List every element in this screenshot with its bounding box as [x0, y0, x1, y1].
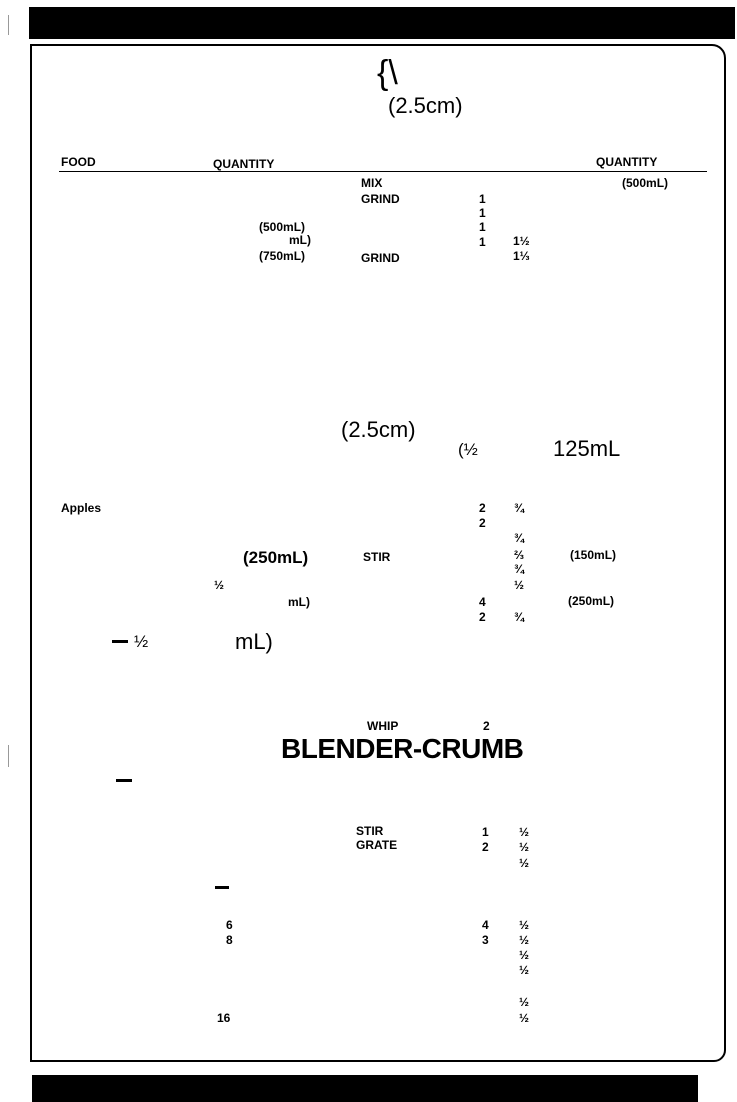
cell-half: ½: [519, 948, 530, 962]
dash-mark: [112, 640, 128, 643]
cell-6: 6: [226, 918, 233, 932]
cell-750ml: (750mL): [259, 249, 306, 263]
header-glyph: {\: [377, 54, 398, 92]
cell-half: ½: [519, 963, 530, 977]
cell-1-half: 1½: [513, 234, 530, 248]
method-stir: STIR: [363, 550, 391, 564]
ml-125: 125mL: [553, 436, 621, 461]
cell-8: 8: [226, 933, 233, 947]
cell-half: ½: [519, 933, 530, 947]
cell-3-quarter: ¾: [514, 531, 525, 545]
dash-mark: [116, 779, 132, 782]
cell-500ml-right: (500mL): [622, 176, 669, 190]
cell-3-quarter: ¾: [514, 501, 525, 515]
method-grind: GRIND: [361, 251, 400, 265]
cell-2: 2: [483, 719, 490, 733]
cell-16: 16: [217, 1011, 231, 1025]
cell-1: 1: [479, 220, 486, 234]
cell-250ml-right: (250mL): [568, 594, 615, 608]
method-grind: GRIND: [361, 192, 400, 206]
col-header-food: FOOD: [61, 155, 96, 169]
cell-ml: mL): [289, 233, 311, 247]
cell-ml: mL): [288, 595, 310, 609]
cell-150ml: (150mL): [570, 548, 617, 562]
measure-mid: (2.5cm): [341, 417, 416, 442]
header-rule: [59, 171, 707, 172]
bottom-black-bar: [32, 1075, 698, 1102]
cell-3-quarter: ¾: [514, 562, 525, 576]
cell-half: ½: [519, 1011, 530, 1025]
cell-3: 3: [482, 933, 489, 947]
cell-500ml-left: (500mL): [259, 220, 306, 234]
col-header-quantity-right: QUANTITY: [596, 155, 658, 169]
cell-1: 1: [479, 235, 486, 249]
cell-half: ½: [519, 856, 530, 870]
cell-2-thirds: ⅔: [514, 548, 525, 562]
food-apples: Apples: [61, 501, 102, 515]
cell-2: 2: [482, 840, 489, 854]
cell-1: 1: [479, 192, 486, 206]
cell-1: 1: [479, 206, 486, 220]
cell-4: 4: [482, 918, 489, 932]
cell-half: ½: [519, 825, 530, 839]
cell-half: ½: [514, 578, 525, 592]
cell-4: 4: [479, 595, 486, 609]
cell-half: ½: [519, 995, 530, 1009]
method-whip: WHIP: [367, 719, 399, 733]
cell-ml-tail: mL): [235, 629, 273, 654]
method-stir: STIR: [356, 824, 384, 838]
cell-2: 2: [479, 516, 486, 530]
cell-half: ½: [519, 918, 530, 932]
cell-1: 1: [482, 825, 489, 839]
cell-half: ½: [214, 578, 225, 592]
method-grate: GRATE: [356, 838, 398, 852]
section-title: BLENDER-CRUMB: [281, 733, 524, 764]
top-black-bar: [29, 7, 735, 39]
cell-1-third: 1⅓: [513, 249, 530, 263]
page-frame: [30, 44, 726, 1062]
cell-2: 2: [479, 610, 486, 624]
cell-half-dash: ½: [134, 632, 149, 651]
cell-half: ½: [519, 840, 530, 854]
cell-250ml-left: (250mL): [243, 548, 309, 567]
cell-2: 2: [479, 501, 486, 515]
dash-mark: [215, 886, 229, 889]
cell-3-quarter: ¾: [514, 610, 525, 624]
header-measure: (2.5cm): [388, 93, 463, 118]
half-paren: (½: [458, 440, 478, 459]
method-mix: MIX: [361, 176, 383, 190]
scan-mark: [8, 745, 9, 767]
scan-mark: [8, 15, 9, 35]
col-header-quantity-left: QUANTITY: [213, 157, 275, 171]
